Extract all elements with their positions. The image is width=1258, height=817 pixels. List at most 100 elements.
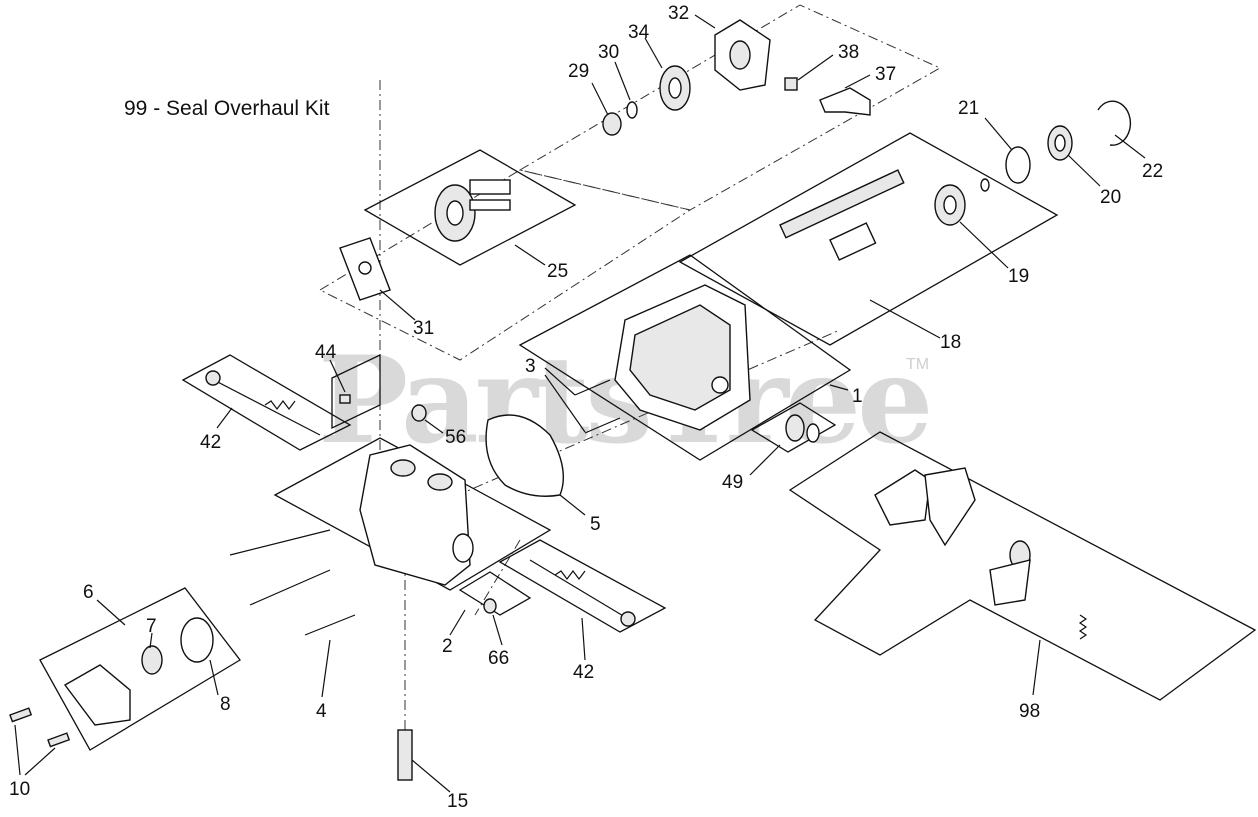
leader-15 xyxy=(411,759,451,793)
callout-10: 10 xyxy=(9,779,30,800)
leader-2 xyxy=(449,609,466,636)
rotating-group-25 xyxy=(434,179,511,242)
leader-22 xyxy=(1114,134,1146,159)
leader-42a xyxy=(216,407,233,429)
kit-18-box xyxy=(678,132,1059,346)
callout-56: 56 xyxy=(445,427,466,448)
control-arm-98 xyxy=(874,467,1088,640)
callout-42-lower: 42 xyxy=(573,662,594,683)
valve-42-lower xyxy=(529,559,636,627)
callout-3: 3 xyxy=(525,356,536,377)
seal-kit-title: 99 - Seal Overhaul Kit xyxy=(124,97,330,120)
trunnion-arm-37 xyxy=(819,87,871,116)
callout-20: 20 xyxy=(1100,187,1121,208)
spring-29 xyxy=(602,112,622,136)
seal-20 xyxy=(1047,125,1073,161)
callout-5: 5 xyxy=(590,514,601,535)
leader-56 xyxy=(424,419,444,434)
callout-98: 98 xyxy=(1019,701,1040,722)
bearing-19 xyxy=(934,178,990,226)
leader-34 xyxy=(644,37,663,69)
kit-1-box xyxy=(518,254,852,461)
leader-3b xyxy=(544,374,586,433)
leader-32 xyxy=(694,14,716,29)
callout-31: 31 xyxy=(413,318,434,339)
leader-19 xyxy=(959,221,1009,269)
seal-ring-21 xyxy=(1005,146,1031,184)
callout-32: 32 xyxy=(668,3,689,24)
callout-38: 38 xyxy=(838,42,859,63)
retaining-ring-22 xyxy=(1097,100,1132,146)
washer-30 xyxy=(626,101,638,119)
kit-98-box xyxy=(788,431,1257,701)
callout-22: 22 xyxy=(1142,161,1163,182)
valve-42-upper xyxy=(205,370,321,436)
callout-44: 44 xyxy=(315,342,337,363)
leader-44 xyxy=(329,359,346,393)
leader-25 xyxy=(514,244,546,266)
leader-10a xyxy=(14,724,21,776)
callout-37: 37 xyxy=(875,64,896,85)
callout-4: 4 xyxy=(316,701,327,722)
callout-21: 21 xyxy=(958,98,979,119)
main-housing-part xyxy=(614,284,751,431)
callout-25: 25 xyxy=(547,261,568,282)
leader-6 xyxy=(96,599,126,626)
leader-37 xyxy=(844,74,871,89)
seal-49 xyxy=(785,414,820,443)
leader-8 xyxy=(209,659,219,696)
end-cap-2 xyxy=(359,444,474,586)
swashplate-32 xyxy=(714,19,771,91)
leader-29 xyxy=(591,82,609,116)
callout-2: 2 xyxy=(442,636,453,657)
callout-34: 34 xyxy=(628,22,650,43)
callout-49: 49 xyxy=(722,472,743,493)
leader-1 xyxy=(829,384,849,391)
leader-98 xyxy=(1032,639,1041,696)
callout-66: 66 xyxy=(488,648,509,669)
gasket-5 xyxy=(485,414,565,497)
callout-1: 1 xyxy=(852,386,863,407)
input-shaft-15 xyxy=(397,729,413,781)
kit-42-lower-box xyxy=(498,539,667,633)
plug-44 xyxy=(339,394,351,404)
leader-20 xyxy=(1067,154,1101,187)
plug-66 xyxy=(483,598,497,614)
pins-3 xyxy=(574,379,621,434)
callout-18: 18 xyxy=(940,332,961,353)
leader-42b xyxy=(581,617,586,661)
leader-21 xyxy=(984,117,1013,151)
kit-42-upper-box xyxy=(181,354,352,451)
kit-44-box xyxy=(331,353,381,430)
bolts-4 xyxy=(229,529,356,636)
leader-4 xyxy=(321,639,331,698)
screws-10 xyxy=(9,707,71,748)
kit-25-box xyxy=(363,149,577,266)
leader-18 xyxy=(869,299,941,339)
charge-pump-cover-6 xyxy=(63,664,131,726)
callout-8: 8 xyxy=(220,694,231,715)
leader-5 xyxy=(559,494,586,516)
kit-49-box xyxy=(750,402,837,453)
gerotor-7 xyxy=(141,645,163,675)
callout-6: 6 xyxy=(83,582,94,603)
leader-7 xyxy=(149,632,153,649)
seal-34 xyxy=(659,65,691,111)
shaft-part xyxy=(779,169,905,261)
callout-7: 7 xyxy=(146,616,157,637)
callout-42-upper: 42 xyxy=(200,432,221,453)
leader-49 xyxy=(749,444,781,476)
kit-6-box xyxy=(39,587,241,751)
leader-10b xyxy=(24,747,56,776)
leader-30 xyxy=(614,61,631,101)
leader-66 xyxy=(492,614,503,646)
thrust-plate-31 xyxy=(339,237,391,301)
callout-30: 30 xyxy=(598,42,619,63)
bushing-38 xyxy=(784,77,798,91)
callout-15: 15 xyxy=(447,791,468,812)
plug-56 xyxy=(411,404,427,422)
trademark-mark: TM xyxy=(906,356,930,373)
leader-31 xyxy=(379,289,416,321)
